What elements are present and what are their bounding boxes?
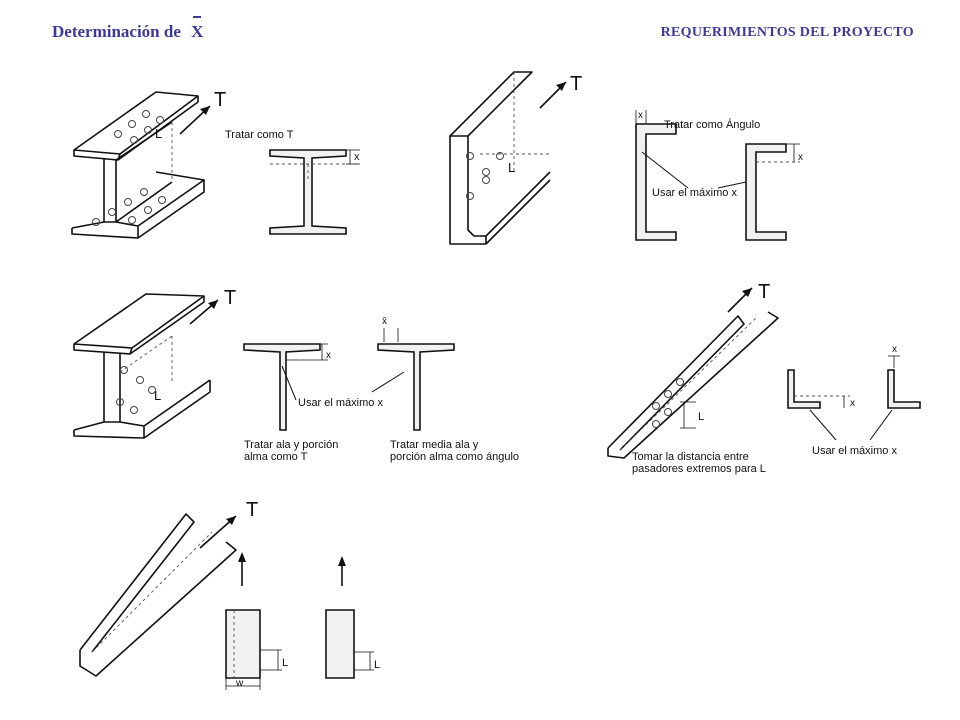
x-label-p4-right: x	[892, 344, 897, 355]
length-label-p4: L	[698, 411, 704, 423]
length-label-p5-right: L	[374, 659, 380, 671]
panel-angle-plates: T L w L	[79, 499, 380, 690]
panel-ibeam-tee: L T Tratar como T x	[71, 89, 360, 239]
x-label-left: x	[638, 110, 643, 121]
p4-caption-1: Tomar la distancia entre	[632, 451, 749, 463]
tension-label-p4: T	[758, 281, 770, 303]
section-heading: REQUERIMIENTOS DEL PROYECTO	[660, 25, 914, 40]
caption-left-2: alma como T	[244, 451, 308, 463]
panel2-note: Usar el máximo x	[652, 187, 737, 199]
length-label-p5-left: L	[282, 657, 288, 669]
panel1-caption: Tratar como T	[225, 129, 294, 141]
page-title-text: Determinación de	[52, 22, 181, 41]
p4-caption-2: pasadores extremos para L	[632, 463, 766, 475]
x-bar-symbol: X	[191, 16, 204, 41]
length-label-channel: L	[508, 160, 515, 175]
tension-label-channel: T	[570, 73, 582, 95]
panel2-caption: Tratar como Ángulo	[664, 118, 760, 131]
panel-angle-bolts: L T Tomar la distancia entre pasadores e…	[607, 281, 921, 475]
panel-channel-angle: L T x Tratar como Ángulo x Usar el máxim…	[449, 71, 803, 245]
caption-right-2: porción alma como ángulo	[390, 451, 519, 463]
width-label: w	[235, 678, 244, 689]
tension-label-p5: T	[246, 499, 258, 521]
caption-left-1: Tratar ala y porción	[244, 439, 338, 451]
panel-ibeam-tee-angle: L T x Tratar ala y porción alma como T x…	[73, 287, 519, 463]
tension-label-p3: T	[224, 287, 236, 309]
x-label-right: x	[798, 152, 803, 163]
x-label-p3-left: x	[326, 350, 331, 361]
tension-label: T	[214, 89, 226, 111]
page-title: Determinación de X	[52, 16, 204, 42]
x-label: x	[354, 151, 360, 163]
caption-right-1: Tratar media ala y	[390, 439, 479, 451]
x-label-p4-left: x	[850, 398, 855, 409]
length-label-p3: L	[154, 388, 161, 403]
panel3-note: Usar el máximo x	[298, 397, 383, 409]
panel4-note: Usar el máximo x	[812, 445, 897, 457]
xbar-label: x̄	[382, 316, 387, 327]
length-label: L	[155, 126, 162, 141]
